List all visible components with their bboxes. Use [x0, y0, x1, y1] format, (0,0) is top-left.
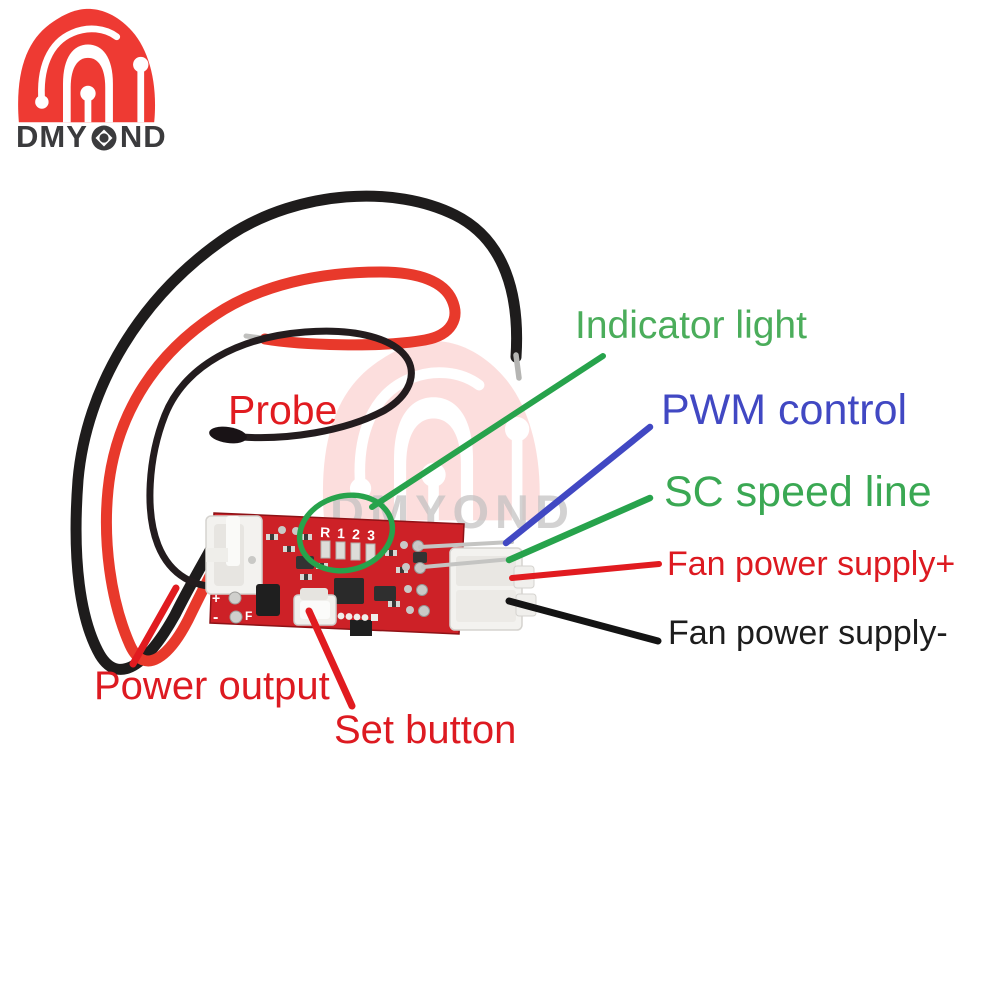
led-label-r: R	[320, 524, 331, 540]
led-label-1: 1	[337, 525, 346, 541]
through-hole-pins	[400, 540, 430, 617]
inductor	[256, 584, 280, 616]
brand-wordmark: DMY ND	[16, 119, 167, 155]
brand-logo	[18, 9, 155, 122]
programming-pads	[337, 612, 378, 621]
set-button-label: Set button	[334, 708, 517, 752]
led-label-3: 3	[367, 527, 376, 543]
brand-text-part1: DMY	[16, 119, 88, 154]
probe-label: Probe	[228, 387, 338, 433]
solder-pad	[229, 610, 243, 624]
black-wire-stripped-tip	[513, 352, 522, 381]
set-button-component	[293, 588, 337, 626]
wires	[70, 190, 523, 675]
brand-text-part2: ND	[119, 119, 167, 154]
solder-pad	[228, 591, 242, 605]
sc-speed-line-line	[505, 494, 654, 564]
sc-speed-line-label: SC speed line	[664, 468, 932, 516]
fan-connector	[418, 540, 537, 631]
silkscreen-minus: -	[213, 609, 218, 626]
led-label-2: 2	[352, 526, 361, 542]
main-ic-chip	[334, 578, 364, 604]
probe-wire	[146, 327, 415, 591]
silkscreen-plus: +	[212, 590, 220, 606]
annotation-marks	[129, 353, 662, 710]
black-power-wire	[70, 190, 523, 675]
power-output-connector	[205, 515, 263, 595]
silkscreen-f: F	[245, 609, 252, 623]
transistor	[413, 552, 427, 563]
fan-pin-1	[418, 540, 514, 549]
fan-power-minus-label: Fan power supply-	[668, 614, 948, 652]
indicator-light-label: Indicator light	[575, 304, 807, 347]
logo-o-icon	[91, 125, 117, 151]
bottom-component	[350, 620, 372, 636]
indicator-highlight-circle	[296, 492, 396, 574]
transistor	[374, 586, 396, 601]
fan-pin-2	[421, 557, 514, 569]
set-button-line	[305, 607, 356, 710]
pwm-control-label: PWM control	[661, 386, 908, 434]
probe-tip	[209, 426, 247, 444]
red-power-wire	[100, 266, 461, 667]
indicator-light-line	[369, 353, 606, 510]
fan-power-plus-label: Fan power supply+	[667, 545, 956, 583]
indicator-leds: R 1 2 3	[320, 524, 376, 562]
power-output-line	[129, 584, 180, 668]
fan-power-plus-line	[509, 561, 662, 581]
fan-power-minus-line	[505, 597, 662, 645]
pwm-control-line	[502, 423, 654, 547]
power-output-label: Power output	[94, 664, 330, 708]
